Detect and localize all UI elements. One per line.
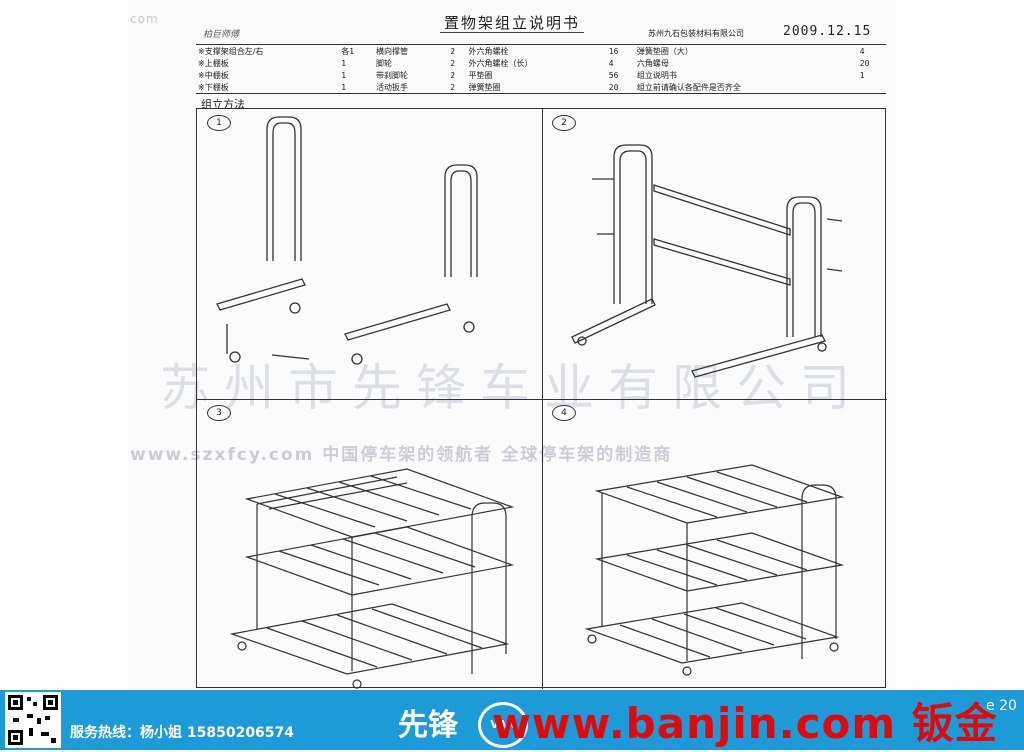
- part-quantity: 2: [450, 58, 456, 68]
- step-2-illustration: [571, 144, 843, 378]
- qr-code-icon: [5, 692, 61, 748]
- step-number: 2: [552, 115, 576, 131]
- part-name: 带刹脚轮: [375, 70, 408, 80]
- part-quantity: 2: [450, 82, 456, 92]
- part-name: 弹簧垫圈（大）: [636, 46, 693, 56]
- part-name: 脚轮: [375, 58, 392, 68]
- brand-name: 先锋: [398, 708, 458, 743]
- parts-row: ※上棚板 1 脚轮 2 外六角螺栓（长） 4 六角螺母 20: [196, 57, 886, 69]
- step-2-panel: 2: [542, 109, 887, 399]
- part-quantity: 20: [608, 82, 619, 92]
- step-1-panel: 1: [197, 109, 542, 399]
- part-name: 外六角螺栓: [468, 46, 509, 56]
- parts-row: ※下棚板 1 活动扳手 2 弹簧垫圈 20 组立前请确认各配件是否齐全: [196, 81, 886, 94]
- qr-code-graphic: [8, 695, 58, 745]
- part-quantity: 1: [341, 70, 347, 80]
- footer-banner: 服务热线：杨小姐 15850206574 先锋 VAN www.banjin.c…: [0, 690, 1024, 750]
- part-name: ※上棚板: [198, 58, 229, 68]
- part-quantity: [858, 81, 886, 94]
- step-4-illustration: [584, 464, 845, 676]
- part-name: ※支撑架组合左/右: [198, 46, 264, 56]
- part-name: 弹簧垫圈: [468, 82, 501, 92]
- part-quantity: 20: [859, 58, 870, 68]
- corner-watermark: com: [130, 12, 159, 26]
- part-name: 外六角螺栓（长）: [468, 58, 533, 68]
- part-quantity: 各1: [341, 46, 355, 56]
- step-1-illustration: [216, 116, 478, 365]
- part-quantity: 1: [859, 70, 865, 80]
- company-name: 苏州九石包装材料有限公司: [648, 29, 744, 38]
- signature: 柏巨师傅: [203, 30, 240, 40]
- part-quantity: 4: [608, 58, 614, 68]
- parts-row: ※中棚板 1 带刹脚轮 2 平垫圈 56 组立说明书 1: [196, 69, 886, 81]
- document-date: 2009.12.15: [783, 24, 872, 39]
- part-name: 六角螺母: [636, 58, 669, 68]
- step-number: 4: [552, 405, 576, 421]
- parts-table: ※支撑架组合左/右 各1 横向撑管 2 外六角螺栓 16 弹簧垫圈（大） 4 ※上棚板 1 脚轮 2 外…: [196, 44, 886, 94]
- part-quantity: 1: [341, 58, 347, 68]
- part-name: ※下棚板: [198, 82, 229, 92]
- van-logo: VAN: [478, 702, 528, 748]
- footer-fragment: e 20: [986, 698, 1017, 714]
- site-overlay-text: www.banjin.com 钣金: [492, 699, 998, 748]
- document-title: 置物架组立说明书: [128, 12, 896, 33]
- divider: [197, 399, 887, 400]
- slogan-watermark: www.szxfcy.com 中国停车架的领航者 全球停车架的制造商: [130, 445, 673, 465]
- instruction-sheet: com 置物架组立说明书 柏巨师傅 苏州九石包装材料有限公司 2009.12.1…: [128, 0, 896, 690]
- step-3-illustration: [229, 468, 515, 689]
- step-number: 1: [207, 115, 231, 131]
- part-name: 组立前请确认各配件是否齐全: [636, 82, 741, 92]
- part-quantity: 16: [608, 46, 619, 56]
- step-3-panel: 3: [197, 399, 542, 689]
- part-quantity: 56: [608, 70, 619, 80]
- step-number: 3: [207, 405, 231, 421]
- part-quantity: 1: [341, 82, 347, 92]
- part-name: 平垫圈: [468, 70, 493, 80]
- step-4-panel: 4: [542, 399, 887, 689]
- assembly-method-label: 组立方法: [201, 98, 245, 111]
- steps-grid: 1 2: [196, 108, 887, 689]
- company-watermark: 苏州市先锋车业有限公司: [160, 359, 864, 417]
- part-name: 活动扳手: [375, 82, 408, 92]
- part-name: ※中棚板: [198, 70, 229, 80]
- part-quantity: 4: [859, 46, 865, 56]
- part-quantity: 2: [450, 46, 456, 56]
- parts-row: ※支撑架组合左/右 各1 横向撑管 2 外六角螺栓 16 弹簧垫圈（大） 4: [196, 45, 886, 58]
- part-quantity: 2: [450, 70, 456, 80]
- part-name: 横向撑管: [375, 46, 408, 56]
- part-name: 组立说明书: [636, 70, 677, 80]
- service-hotline: 服务热线：杨小姐 15850206574: [70, 725, 295, 741]
